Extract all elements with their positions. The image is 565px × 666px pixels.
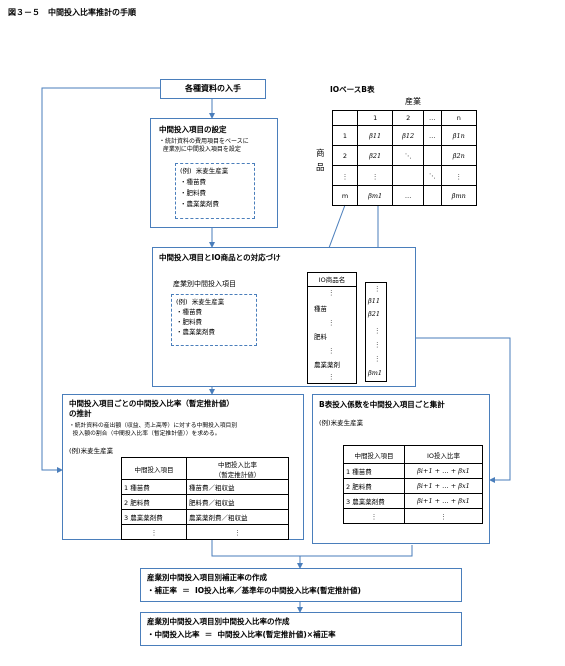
ratio-title: 中間投入項目ごとの中間投入比率（暫定推計値） の推計	[69, 399, 234, 419]
correction-formula: ・補正率 ＝ IO投入比率／基準年の中間投入比率(暫定推計値)	[147, 586, 361, 595]
aggregate-cell: ︙	[404, 508, 483, 524]
io-cell: βmn	[440, 185, 478, 206]
io-b-table: 1 2 … n 1 β11 β12 … β1n 2 β21 ⋱ β2n ︙ ︙ …	[332, 110, 478, 206]
io-cell: β12	[392, 125, 424, 146]
mapping-example-item: ・農業薬剤費	[176, 328, 215, 336]
io-cell: ⋱	[422, 165, 442, 186]
correction-title: 産業別中間投入項目別補正率の作成	[147, 573, 267, 582]
acquire-resources-box: 各種資料の入手	[160, 79, 266, 99]
ratio-note: ・統計資料の産出額（収益、売上高等）に対する中間投入項目別 投入額の割合（中間投…	[69, 423, 238, 437]
io-items-column: IO商品名 ︙ 種苗 ︙ 肥料 ︙ 農業薬剤 ︙	[307, 272, 357, 384]
aggregate-cell: 3 農業薬剤費	[343, 493, 405, 509]
io-cell: …	[392, 185, 424, 206]
aggregate-example-title: (例)米麦生産業	[319, 419, 364, 427]
ratio-cell: 種苗費／粗収益	[186, 479, 289, 495]
io-cell: β21	[356, 145, 394, 166]
io-item: ︙	[328, 373, 335, 381]
mapping-example-item: ・肥料費	[176, 318, 202, 326]
ratio-cell: 1 種苗費	[121, 479, 187, 495]
ratio-cell: ︙	[121, 524, 187, 540]
b-table-aggregate-box: B表投入係数を中間投入項目ごと集計 (例)米麦生産業 中間投入項目 IO投入比率…	[312, 394, 490, 544]
ratio-header: 中間投入比率 （暫定推計値）	[186, 457, 289, 480]
ratio-estimation-box: 中間投入項目ごとの中間投入比率（暫定推計値） の推計 ・統計資料の産出額（収益、…	[62, 394, 304, 540]
io-cell: β2n	[440, 145, 478, 166]
io-row-head: ︙	[332, 165, 358, 186]
aggregate-cell: βi+1 + … + βx1	[404, 478, 483, 494]
beta-cell: ︙	[374, 355, 381, 363]
mapping-sub-title: 産業別中間投入項目	[173, 280, 236, 288]
io-industry-label: 産業	[405, 97, 421, 106]
ratio-cell: 2 肥料費	[121, 494, 187, 510]
aggregate-cell: 2 肥料費	[343, 478, 405, 494]
figure-title: 図３－５ 中間投入比率推計の手順	[8, 8, 136, 17]
io-col-head: 1	[356, 110, 394, 126]
io-item: 種苗	[314, 305, 327, 313]
beta-cell: ︙	[374, 341, 381, 349]
settings-example-item: ・肥料費	[180, 189, 206, 197]
io-item: 肥料	[314, 333, 327, 341]
mapping-example-item: ・種苗費	[176, 308, 202, 316]
settings-title: 中間投入項目の設定	[159, 125, 227, 134]
beta-cell: ︙	[374, 327, 381, 335]
mapping-title: 中間投入項目とIO商品との対応づけ	[159, 253, 281, 262]
io-cell: ⋱	[392, 145, 424, 166]
io-row-head: 1	[332, 125, 358, 146]
ratio-cell: 肥料費／粗収益	[186, 494, 289, 510]
ratio-example-title: (例)米麦生産業	[69, 447, 114, 455]
final-formula: ・中間投入比率 ＝ 中間投入比率(暫定推計値)×補正率	[147, 630, 336, 639]
io-cell: …	[422, 125, 442, 146]
mapping-example-title: (例) 米麦生産業	[176, 298, 225, 306]
aggregate-cell: ︙	[343, 508, 405, 524]
aggregate-cell: βi+1 + … + βx1	[404, 463, 483, 479]
ratio-header: 中間投入項目	[121, 457, 187, 480]
final-ratio-box: 産業別中間投入項目別中間投入比率の作成 ・中間投入比率 ＝ 中間投入比率(暫定推…	[140, 612, 462, 646]
io-commodity-label: 商 品	[316, 149, 325, 173]
io-cell: β11	[356, 125, 394, 146]
settings-example-item: ・農業薬剤費	[180, 200, 219, 208]
aggregate-cell: βi+1 + … + βx1	[404, 493, 483, 509]
aggregate-header: IO投入比率	[404, 445, 483, 464]
final-title: 産業別中間投入項目別中間投入比率の作成	[147, 617, 290, 626]
beta-cell: β21	[368, 310, 381, 318]
io-row-head: m	[332, 185, 358, 206]
io-table-title: IOベースB表	[330, 85, 375, 94]
io-col-head: 2	[392, 110, 424, 126]
beta-cell: βm1	[368, 369, 383, 377]
settings-example-title: (例) 米麦生産業	[180, 167, 229, 175]
io-item: ︙	[328, 289, 335, 297]
input-items-setting-box: 中間投入項目の設定 ・統計資料の費用項目をベースに 産業別に中間投入項目を設定 …	[150, 118, 278, 228]
correction-rate-box: 産業別中間投入項目別補正率の作成 ・補正率 ＝ IO投入比率／基準年の中間投入比…	[140, 568, 462, 602]
io-cell: β1n	[440, 125, 478, 146]
mapping-example-box: (例) 米麦生産業 ・種苗費 ・肥料費 ・農業薬剤費	[171, 294, 257, 346]
io-item: ︙	[328, 347, 335, 355]
settings-example-box: (例) 米麦生産業 ・種苗費 ・肥料費 ・農業薬剤費	[175, 163, 255, 219]
io-item: ︙	[328, 319, 335, 327]
beta-cell: ︙	[374, 285, 381, 293]
ratio-cell: 農業薬剤費／粗収益	[186, 509, 289, 525]
io-items-head: IO商品名	[308, 273, 356, 287]
io-col-head: …	[422, 110, 442, 126]
io-cell: ︙	[356, 165, 394, 186]
ratio-cell: 3 農業薬剤費	[121, 509, 187, 525]
settings-note: ・統計資料の費用項目をベースに 産業別に中間投入項目を設定	[159, 138, 249, 154]
beta-cell: β11	[368, 297, 381, 305]
ratio-cell: ︙	[186, 524, 289, 540]
aggregate-header: 中間投入項目	[343, 445, 405, 464]
io-cell	[422, 145, 442, 166]
io-cell	[392, 165, 424, 186]
io-cell	[422, 185, 442, 206]
settings-example-item: ・種苗費	[180, 178, 206, 186]
aggregate-title: B表投入係数を中間投入項目ごと集計	[319, 400, 445, 409]
io-cell: βm1	[356, 185, 394, 206]
io-col-head: n	[440, 110, 478, 126]
ratio-table: 中間投入項目 中間投入比率 （暫定推計値） 1 種苗費種苗費／粗収益 2 肥料費…	[121, 457, 289, 540]
io-row-head: 2	[332, 145, 358, 166]
aggregate-cell: 1 種苗費	[343, 463, 405, 479]
beta-column: ︙ β11 β21 ︙ ︙ ︙ βm1	[365, 282, 387, 382]
io-item: 農業薬剤	[314, 361, 340, 369]
io-cell: ︙	[440, 165, 478, 186]
io-mapping-box: 中間投入項目とIO商品との対応づけ 産業別中間投入項目 (例) 米麦生産業 ・種…	[152, 247, 416, 387]
